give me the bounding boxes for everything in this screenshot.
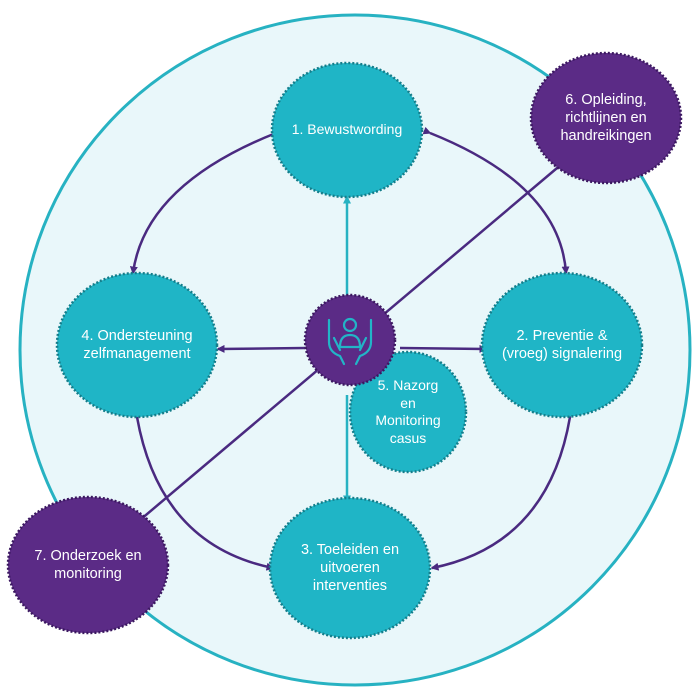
- arrow-center-to-2: [399, 344, 488, 353]
- node-4-label: 4. Ondersteuning zelfmanagement: [81, 327, 193, 362]
- node-2-circle: [480, 271, 644, 419]
- node-6-label: 6. Opleiding, richtlijnen en handreiking…: [560, 91, 652, 145]
- node-5-circle: [348, 350, 468, 474]
- node-1-circle: [270, 61, 424, 199]
- node-2: 2. Preventie & (vroeg) signalering: [482, 273, 642, 417]
- node-7-circle: [6, 495, 170, 635]
- node-7: 7. Onderzoek en monitoring: [8, 497, 168, 633]
- arrow-center-to-4: [216, 344, 306, 353]
- node-7-label: 7. Onderzoek en monitoring: [34, 547, 142, 582]
- node-4-circle: [55, 271, 219, 419]
- node-5: 5. Nazorg en Monitoring casus: [350, 352, 466, 472]
- node-3: 3. Toeleiden en uitvoeren interventies: [270, 498, 430, 638]
- person-in-hands-icon: [327, 317, 373, 366]
- node-6-circle: [529, 51, 683, 185]
- node-4: 4. Ondersteuning zelfmanagement: [57, 273, 217, 417]
- node-2-label: 2. Preventie & (vroeg) signalering: [501, 327, 623, 362]
- center-circle: [303, 293, 397, 387]
- node-3-label: 3. Toeleiden en uitvoeren interventies: [300, 541, 400, 595]
- node-3-circle: [268, 496, 432, 640]
- node-6: 6. Opleiding, richtlijnen en handreiking…: [531, 53, 681, 183]
- node-5-label: 5. Nazorg en Monitoring casus: [375, 377, 441, 446]
- node-1: 1. Bewustwording: [272, 63, 422, 197]
- node-1-label: 1. Bewustwording: [291, 121, 403, 138]
